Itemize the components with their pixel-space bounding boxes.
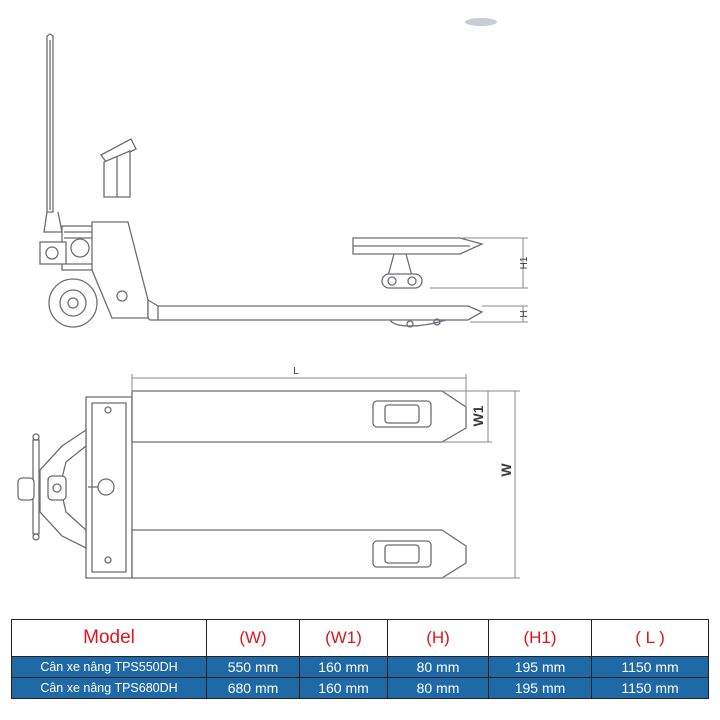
dim-label-w: W [498, 463, 514, 477]
table-row: Cân xe nâng TPS550DH 550 mm 160 mm 80 mm… [11, 656, 709, 678]
dim-label-h1: H1 [519, 256, 530, 269]
top-view [17, 390, 467, 579]
cell-l: 1150 mm [591, 677, 709, 699]
spec-header-row: Model (W) (W1) (H) (H1) ( L ) [11, 619, 709, 657]
side-dimensions [430, 237, 528, 323]
side-view [39, 33, 484, 328]
header-l: ( L ) [591, 619, 709, 657]
header-h: (H) [387, 619, 489, 657]
cell-model: Cân xe nâng TPS550DH [11, 656, 207, 678]
dim-label-w1: W1 [470, 405, 486, 426]
top-right-mark [465, 18, 497, 26]
cell-model: Cân xe nâng TPS680DH [11, 677, 207, 699]
header-h1: (H1) [488, 619, 592, 657]
pallet-truck-drawing: H1 H [17, 18, 530, 579]
dim-label-h: H [519, 310, 530, 317]
top-dimensions [131, 374, 520, 579]
cell-h: 80 mm [387, 677, 489, 699]
cell-h1: 195 mm [488, 656, 592, 678]
cell-w1: 160 mm [299, 656, 388, 678]
header-w: (W) [206, 619, 300, 657]
table-row: Cân xe nâng TPS680DH 680 mm 160 mm 80 mm… [11, 677, 709, 699]
cell-w1: 160 mm [299, 677, 388, 699]
cell-w: 550 mm [206, 656, 300, 678]
header-w1: (W1) [299, 619, 388, 657]
cell-w: 680 mm [206, 677, 300, 699]
cell-h1: 195 mm [488, 677, 592, 699]
header-model: Model [11, 619, 207, 657]
cell-h: 80 mm [387, 656, 489, 678]
spec-table: Model (W) (W1) (H) (H1) ( L ) Cân xe nân… [11, 619, 709, 699]
dim-label-l: L [293, 366, 299, 377]
cell-l: 1150 mm [591, 656, 709, 678]
